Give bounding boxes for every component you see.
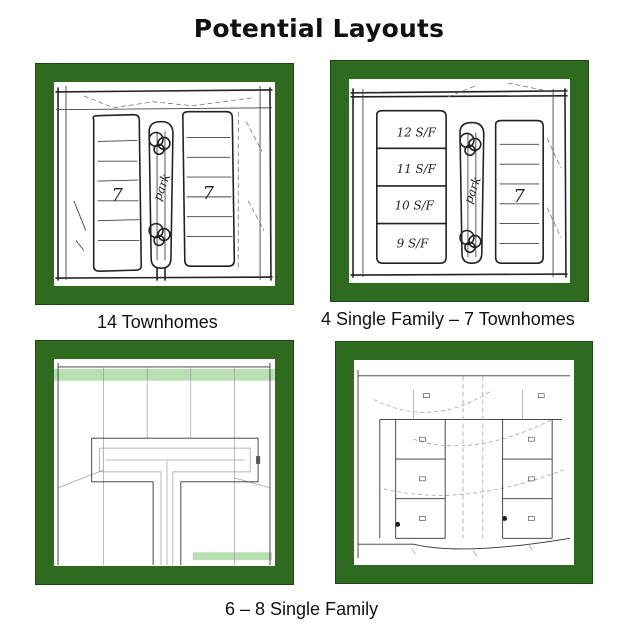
caption-single-family: 6 – 8 Single Family — [225, 599, 379, 619]
sketch-mixed: 12 S/F 11 S/F 10 S/F 9 S/F park 7 — [349, 79, 570, 283]
unit-count-right-mixed: 7 — [513, 186, 525, 207]
caption-townhomes: 14 Townhomes — [97, 312, 218, 332]
highlight-strip-bottom — [192, 552, 272, 561]
unit-count-left: 7 — [112, 185, 124, 206]
lot-9-label: 9 S/F — [397, 236, 429, 250]
sketch-townhomes-drawing: 7 park 7 — [55, 85, 273, 281]
plan-single-family-b — [354, 360, 574, 565]
layout-panel-mixed: 12 S/F 11 S/F 10 S/F 9 S/F park 7 — [330, 60, 589, 302]
page-title: Potential Layouts — [193, 14, 445, 43]
sketch-townhomes: 7 park 7 — [54, 82, 275, 286]
plan-single-family-b-drawing — [357, 369, 571, 559]
layout-panel-single-family-a — [35, 340, 294, 585]
plan-single-family-a-drawing — [54, 362, 275, 566]
park-label: park — [150, 172, 173, 203]
layout-panel-single-family-b — [335, 341, 593, 584]
plan-single-family-a — [54, 359, 275, 566]
highlight-strip-top — [54, 368, 275, 381]
layout-panel-townhomes: 7 park 7 — [35, 63, 294, 305]
lot-12-label: 12 S/F — [397, 125, 437, 139]
unit-count-right: 7 — [203, 183, 215, 204]
lot-11-label: 11 S/F — [397, 162, 437, 176]
park-label-mixed: park — [461, 175, 484, 206]
lot-10-label: 10 S/F — [395, 199, 435, 213]
caption-mixed: 4 Single Family – 7 Townhomes — [321, 309, 575, 329]
sketch-mixed-drawing: 12 S/F 11 S/F 10 S/F 9 S/F park 7 — [350, 82, 568, 278]
